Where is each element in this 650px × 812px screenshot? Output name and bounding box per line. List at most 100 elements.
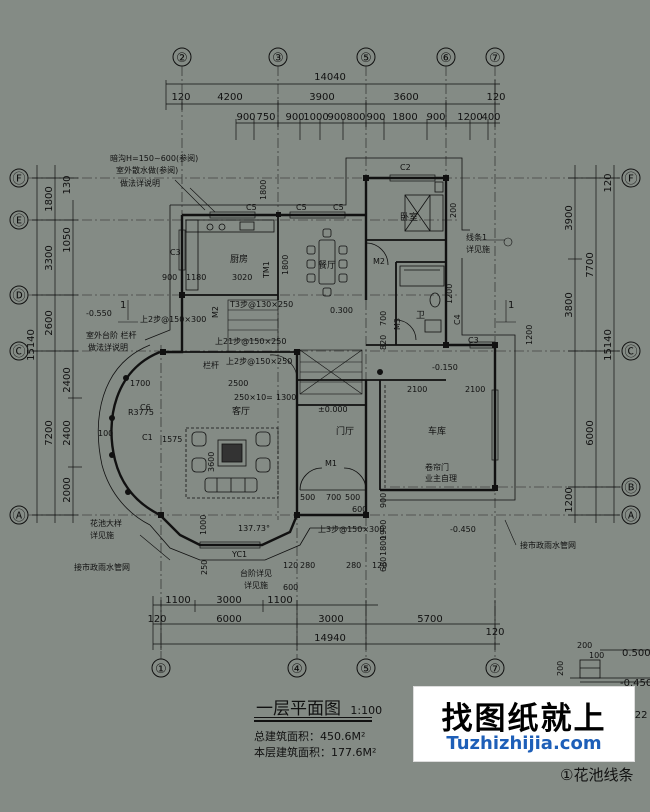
garage-door-note-1: 卷帘门 [425,462,449,472]
drain-note-left: 接市政雨水管网 [74,562,130,572]
dim-misc-11: 1575 [162,435,182,444]
dim-misc-6: 1700 [130,379,150,388]
dim-misc-3: 1180 [186,273,206,282]
garage-door-note-2: 业主自理 [425,473,457,483]
dim-misc-29: 700 [379,311,388,326]
dim-right-mid-1: 6000 [585,420,596,445]
dim-right-inner-2: 1200 [564,487,575,512]
dim-misc-39: 1200 [445,284,454,304]
interior-dims: 1800 1800 900 1180 3020 200 1700 2500 13… [86,180,534,592]
dim-bottom-total: 14940 [314,633,346,644]
axis-bottom: ① ④ ⑤ ⑦ [151,658,505,678]
dim-misc-28: 820 [379,335,388,350]
dim-misc-7: 2500 [228,379,248,388]
section-mark-right: 1 [508,300,514,311]
dim-misc-2: 900 [162,273,177,282]
axis-left-A: Ⓐ [12,509,25,524]
dim-misc-0: 1800 [259,180,268,200]
axis-right-B: Ⓑ [624,481,637,496]
axis-right: Ⓕ Ⓒ Ⓑ Ⓐ [621,168,641,525]
section-mark-left: 1 [120,300,126,311]
detail-dim-4: -0.450 [620,678,650,689]
dim-right-text: 15140 7700 6000 3900 3800 1200 120 [564,173,614,512]
floor-area: 本层建筑面积：177.6M² [254,746,377,759]
window-yc1: YC1 [231,550,247,559]
detail-dim-3: 0.500 [622,648,650,659]
dim-left-inner-4: 2000 [62,477,73,502]
axis-left-F: Ⓕ [12,172,25,187]
dim-top-total: 14040 [314,72,346,83]
door-m3: M3 [393,318,402,330]
dim-top-2-1: 4200 [217,92,242,103]
dim-misc-35: 100 [98,429,113,438]
dim-right-inner-5: 120 [603,173,614,192]
axis-top-3: ③ [272,51,284,66]
stair-label-3: 上2步@150×250 [226,357,292,366]
dim-misc-12: 3600 [207,452,216,472]
elev-m0450: -0.450 [450,525,476,534]
window-labels: C5 C5 C5 C2 C3 C3 C4 C1 YC1 C6 [140,163,479,559]
window-c6: C6 [140,403,151,412]
living-furniture [185,427,279,499]
dim-misc-16: 600 [352,505,367,514]
axis-bottom-5: ⑤ [360,662,372,677]
stairs [227,299,363,395]
windows [178,174,499,549]
dim-top-3-3: 1000 [303,112,328,123]
dim-left-mid-2: 2600 [44,310,55,335]
drawing-scale: 1:100 [350,704,383,717]
axis-bottom-7: ⑦ [489,662,501,677]
elev-0300: 0.300 [330,306,353,315]
dim-misc-1: 1800 [281,255,290,275]
dim-bottom-2-4: 120 [485,627,504,638]
dim-misc-14: 700 [326,493,341,502]
axis-bottom-1: ① [155,662,167,677]
title-underline [254,717,372,718]
bedroom-furniture [404,181,444,232]
title-block: 一层平面图 1:100 总建筑面积：450.6M² 本层建筑面积：177.6M² [248,690,438,770]
dim-right-outer: 15140 [603,329,614,361]
dim-right-inner-1: 3800 [564,292,575,317]
handrail-label: 栏杆 [203,360,219,370]
elev-m0150: -0.150 [432,363,458,372]
dim-misc-19: 1800 [379,536,388,556]
detail-label: ①花池线条 [560,766,634,784]
dim-bottom-2-3: 5700 [417,614,442,625]
dining-table [306,228,348,297]
flower-note-2: 详见施 [90,530,114,540]
axis-left-D: Ⓓ [12,289,25,304]
dim-top-2-0: 120 [171,92,190,103]
axis-right-F: Ⓕ [624,172,637,187]
eave-note-2: 室外散水做(参阅) [116,165,178,175]
bathroom-fixtures [399,265,445,333]
dim-bottom-1-1: 3000 [216,595,241,606]
dim-top-3-1: 750 [256,112,275,123]
window-c3-left: C3 [170,248,181,257]
door-labels: M1 M2 M3 M2 TM1 [211,257,402,468]
dim-misc-8: 1300 [276,393,296,402]
axis-right-A: Ⓐ [624,509,637,524]
dim-misc-18: 1900 [379,520,388,540]
dim-right-inner-0: 3900 [564,205,575,230]
drawing-title-name: 一层平面图 [256,699,341,719]
axis-top-2: ② [176,51,188,66]
watermark-chinese: 找图纸就上 [441,701,607,737]
axis-left-E: Ⓔ [12,214,25,229]
eave-note-3: 做法详说明 [120,178,160,188]
dim-misc-27: 1000 [199,515,208,535]
stair-label-4: 上2步@150×300 [140,315,206,324]
dim-top [165,80,500,140]
dim-misc-22: 280 [300,561,315,570]
stair-count: 250×10= [234,393,273,402]
dim-left-outer: 15140 [26,329,37,361]
dim-left-inner-2: 2400 [62,367,73,392]
room-bath-mark: 卫 [416,311,425,321]
detail-dim-0: 200 [577,641,592,650]
dim-bottom-1-2: 1100 [267,595,292,606]
dim-top-3-4: 900 [327,112,346,123]
dim-misc-17: 900 [379,493,388,508]
elev-m0550: -0.550 [86,309,112,318]
dim-bottom [152,596,500,650]
dim-top-3-8: 900 [426,112,445,123]
